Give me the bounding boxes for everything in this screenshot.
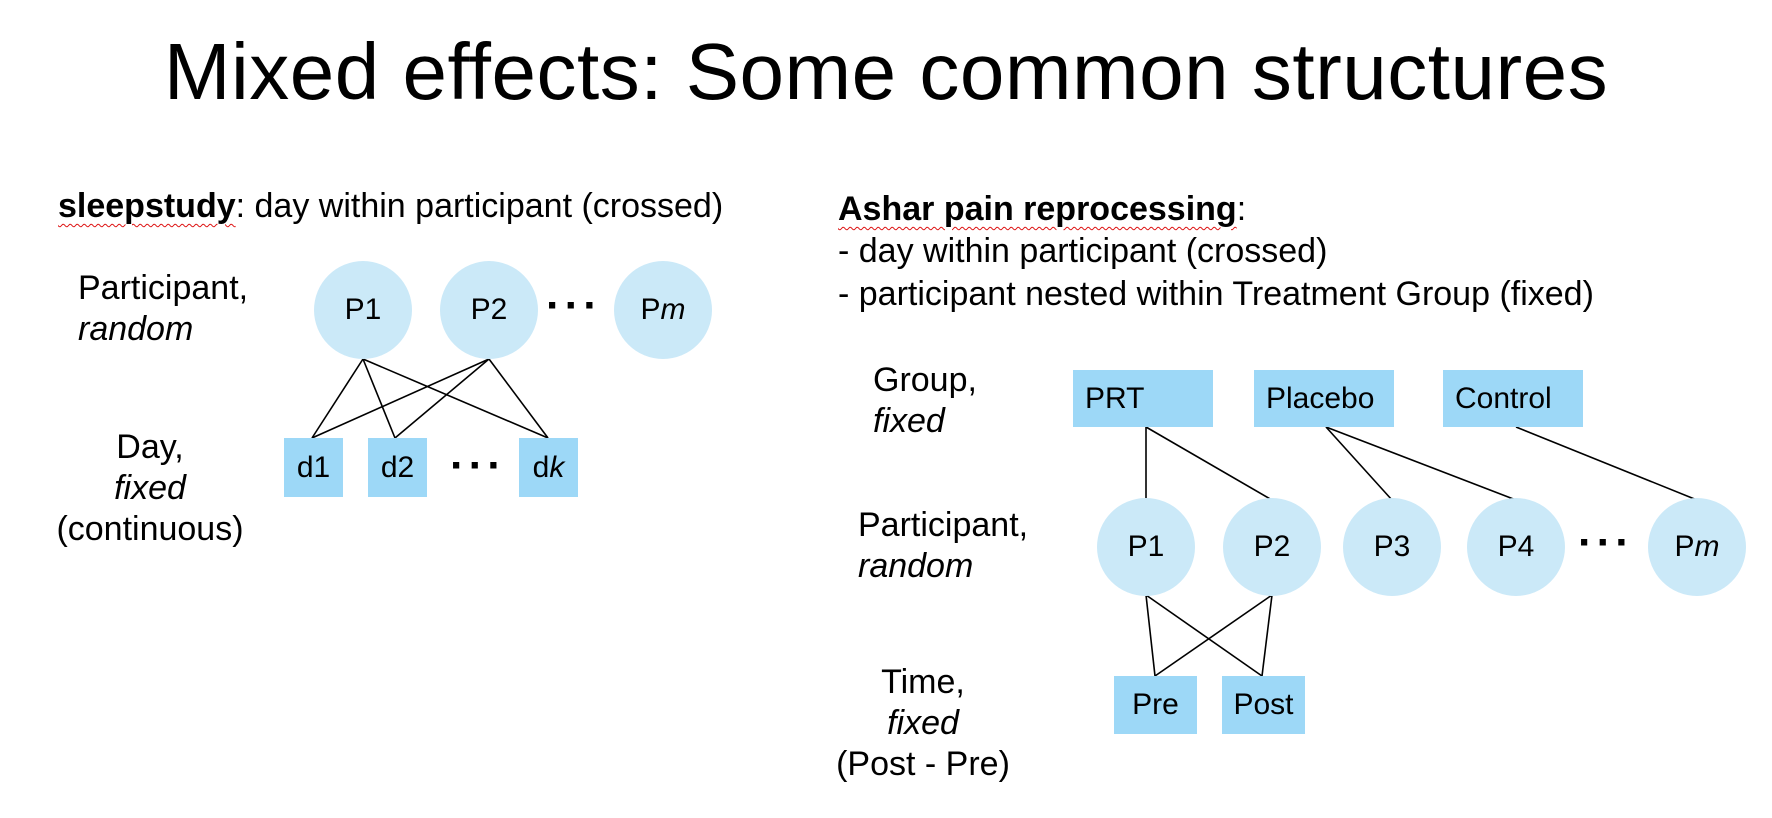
- right-group-label-text: Group,: [873, 361, 977, 399]
- time-node-pre: Pre: [1114, 676, 1197, 734]
- right-participant-effect: random: [858, 547, 974, 585]
- left-day-ellipsis: ···: [450, 441, 506, 490]
- right-group-effect: fixed: [873, 402, 945, 440]
- left-participant-ellipsis: ···: [546, 281, 602, 330]
- left-day-node-1: d1: [284, 438, 343, 497]
- left-heading-desc: : day within participant (crossed): [235, 187, 724, 225]
- edge-p2-pre: [1154, 594, 1273, 677]
- right-participant-node-3: P3: [1343, 498, 1441, 596]
- time-node-post: Post: [1222, 676, 1305, 734]
- left-participant-label: Participant, random: [78, 268, 248, 350]
- right-time-effect: fixed: [887, 704, 959, 742]
- edge-p1-d1: [311, 358, 364, 439]
- right-participant-node-4: P4: [1467, 498, 1565, 596]
- edge-p1-dk: [362, 358, 549, 439]
- left-day-note: (continuous): [56, 510, 244, 548]
- right-participant-node-2: P2: [1223, 498, 1321, 596]
- group-node-prt: PRT: [1073, 370, 1213, 427]
- right-bullet-1: - day within participant (crossed): [838, 232, 1328, 270]
- right-participant-node-1: P1: [1097, 498, 1195, 596]
- right-time-note: (Post - Pre): [836, 745, 1010, 783]
- right-heading-colon: :: [1236, 190, 1247, 228]
- edge-p1-pre: [1145, 594, 1156, 677]
- left-participant-node-2: P2: [440, 261, 538, 359]
- right-bullet-2: - participant nested within Treatment Gr…: [838, 275, 1594, 313]
- left-day-effect: fixed: [114, 469, 186, 507]
- edge-placebo-p4: [1325, 426, 1517, 501]
- right-group-label: Group, fixed: [873, 360, 977, 442]
- left-heading-dataset: sleepstudy: [58, 187, 236, 225]
- left-day-label: Day, fixed (continuous): [52, 427, 248, 550]
- right-time-label: Time, fixed (Post - Pre): [828, 662, 1018, 785]
- right-participant-label-text: Participant,: [858, 506, 1029, 544]
- edge-placebo-p3: [1325, 426, 1393, 501]
- edge-p1-post: [1145, 594, 1263, 677]
- left-participant-label-text: Participant,: [78, 269, 249, 307]
- edge-control-pm: [1515, 426, 1698, 501]
- left-day-label-text: Day,: [116, 428, 184, 466]
- slide-title: Mixed effects: Some common structures: [163, 27, 1609, 116]
- right-heading-dataset: Ashar pain reprocessing: [838, 190, 1237, 228]
- right-time-label-text: Time,: [881, 663, 965, 701]
- edge-p1-d2: [362, 358, 396, 439]
- left-participant-node-1: P1: [314, 261, 412, 359]
- left-day-node-2: d2: [368, 438, 427, 497]
- edge-p2-d2: [394, 358, 490, 439]
- edge-p2-dk: [488, 358, 549, 439]
- left-participant-effect: random: [78, 310, 194, 348]
- right-participant-label: Participant, random: [858, 505, 1028, 587]
- group-node-control: Control: [1443, 370, 1583, 427]
- group-node-placebo: Placebo: [1254, 370, 1394, 427]
- edge-prt-p2: [1145, 426, 1273, 501]
- edge-p2-post: [1261, 594, 1273, 677]
- left-heading: sleepstudy: day within participant (cros…: [58, 186, 723, 226]
- right-heading: Ashar pain reprocessing:: [838, 189, 1246, 229]
- edge-p2-d1: [311, 358, 490, 439]
- right-participant-ellipsis: ···: [1578, 518, 1634, 567]
